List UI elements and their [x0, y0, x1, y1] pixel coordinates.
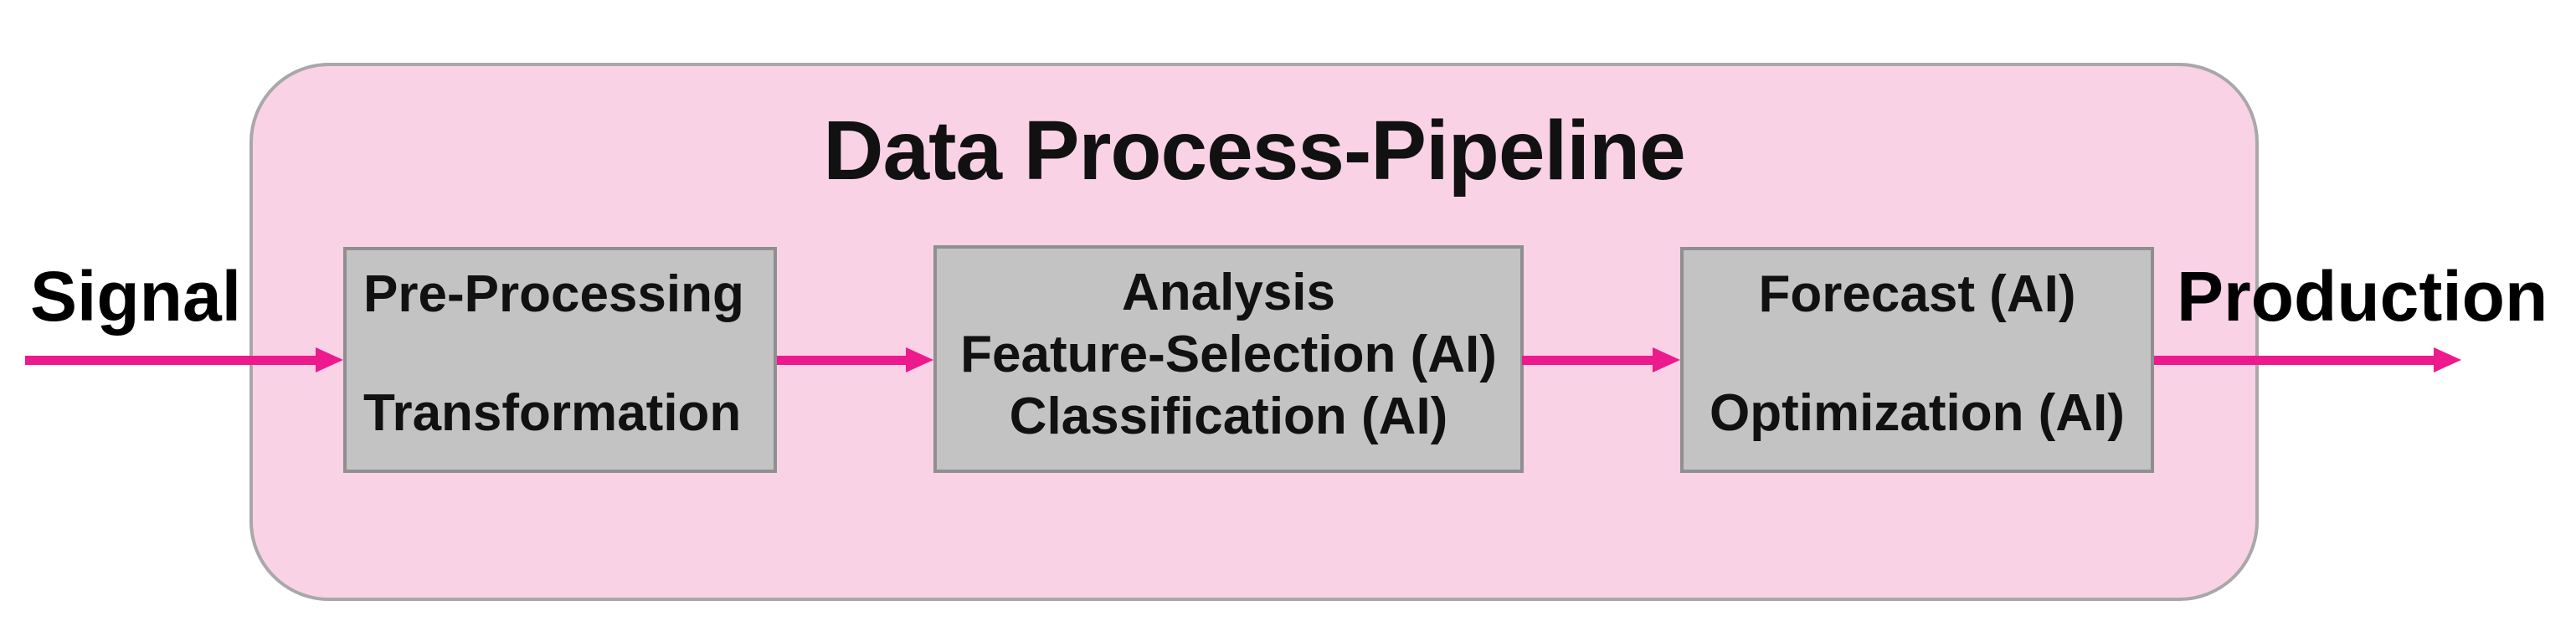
stage-line: Optimization (AI)	[1710, 384, 2125, 442]
stage-box-forecast: Forecast (AI) Optimization (AI)	[1680, 247, 2154, 473]
stage-box-preprocessing: Pre-Processing Transformation	[343, 247, 777, 473]
stage-line: Pre-Processing	[363, 265, 744, 323]
flow-arrow-forecast-to-production	[2154, 347, 2461, 372]
stage-line: Feature-Selection (AI)	[960, 326, 1497, 383]
stage-line: Analysis	[1121, 264, 1336, 321]
output-label-production: Production	[2177, 257, 2548, 336]
arrow-shaft	[2154, 356, 2435, 365]
stage-box-analysis: Analysis Feature-Selection (AI) Classifi…	[933, 245, 1524, 473]
arrow-head-icon	[2434, 347, 2461, 372]
input-label-signal: Signal	[30, 257, 242, 336]
arrow-shaft	[777, 356, 908, 365]
stage-line: Transformation	[363, 384, 742, 442]
arrow-shaft	[25, 356, 317, 365]
arrow-shaft	[1522, 356, 1654, 365]
arrow-head-icon	[1653, 347, 1680, 372]
arrow-head-icon	[316, 347, 343, 372]
flow-arrow-signal-to-preprocessing	[25, 347, 343, 372]
stage-line: Classification (AI)	[1009, 388, 1448, 445]
pipeline-title: Data Process-Pipeline	[823, 104, 1685, 198]
flow-arrow-preprocessing-to-analysis	[777, 347, 933, 372]
arrow-head-icon	[906, 347, 933, 372]
flow-arrow-analysis-to-forecast	[1522, 347, 1680, 372]
stage-line: Forecast (AI)	[1758, 265, 2076, 323]
